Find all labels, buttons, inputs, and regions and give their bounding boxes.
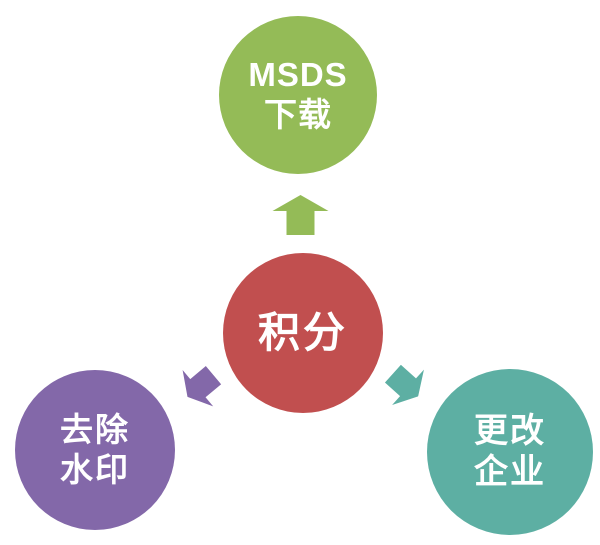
node-msds-download: MSDS 下载 [219,16,377,174]
node-change-enterprise-label-line2: 企业 [474,453,546,491]
arrow-down-left-shape [182,365,222,407]
arrow-down-right-icon [384,364,424,405]
node-credits-center: 积分 [223,253,383,413]
arrow-down-left-icon [182,365,222,407]
node-change-enterprise-label-line1: 更改 [474,411,546,450]
node-remove-watermark-label-line2: 水印 [60,451,130,488]
arrow-up-shape [272,195,329,235]
arrow-up-icon [272,195,329,235]
node-msds-download-label-line1: MSDS [248,55,348,93]
node-change-enterprise: 更改 企业 [427,369,593,535]
node-remove-watermark: 去除 水印 [15,370,175,530]
arrow-down-right-shape [384,364,424,405]
node-msds-download-label-line2: 下载 [264,96,332,133]
node-credits-label: 积分 [257,309,348,357]
node-remove-watermark-label-line1: 去除 [60,410,130,448]
